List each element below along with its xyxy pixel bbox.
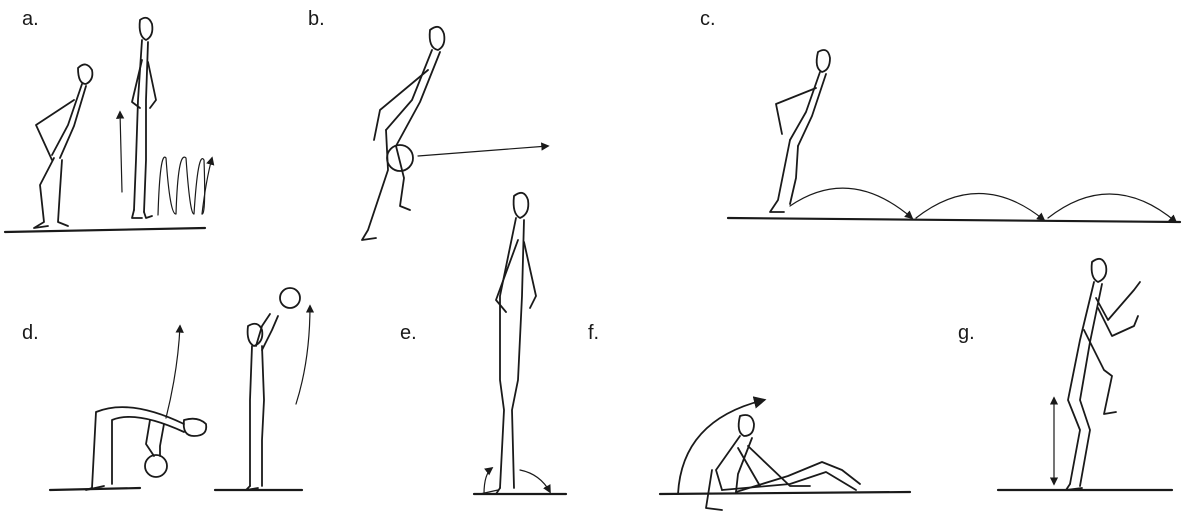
panel-c-ground-line — [728, 218, 1180, 222]
hop-arrow-1 — [790, 188, 912, 218]
bent-figure — [86, 407, 206, 490]
squat-figure — [34, 64, 92, 228]
panel-g-drawing — [998, 259, 1172, 490]
panel-c-drawing — [728, 50, 1180, 222]
medicine-ball-d2 — [280, 288, 300, 308]
situp-figure — [706, 415, 860, 510]
throw-arrow — [418, 146, 548, 156]
lift-arrow-d2 — [296, 306, 310, 404]
panel-e-drawing — [474, 193, 566, 494]
lift-arrow-d1 — [166, 326, 180, 418]
hop-arrow-3 — [1048, 194, 1176, 222]
heel-arrow-right — [520, 470, 550, 492]
panel-f-drawing — [660, 400, 910, 510]
upright-figure-d — [246, 288, 300, 490]
panel-b-drawing — [362, 27, 548, 240]
medicine-ball-b — [387, 145, 413, 171]
up-arrow-a — [120, 112, 122, 192]
hop-arrow-2 — [916, 193, 1044, 220]
calf-raise-figure — [496, 193, 536, 494]
bounce-scribble — [158, 157, 205, 215]
standing-figure — [132, 18, 156, 218]
panel-f-ground-line — [660, 492, 910, 494]
panel-d-drawing — [50, 288, 310, 490]
heel-arrow-left — [484, 468, 492, 494]
medicine-ball-d1 — [145, 455, 167, 477]
thrower-figure — [362, 27, 444, 240]
knee-drive-figure — [1066, 259, 1140, 490]
situp-arc-arrow — [678, 400, 764, 494]
panel-a-drawing — [5, 18, 212, 232]
bounce-arrow — [202, 158, 212, 214]
jumper-figure — [770, 50, 830, 212]
